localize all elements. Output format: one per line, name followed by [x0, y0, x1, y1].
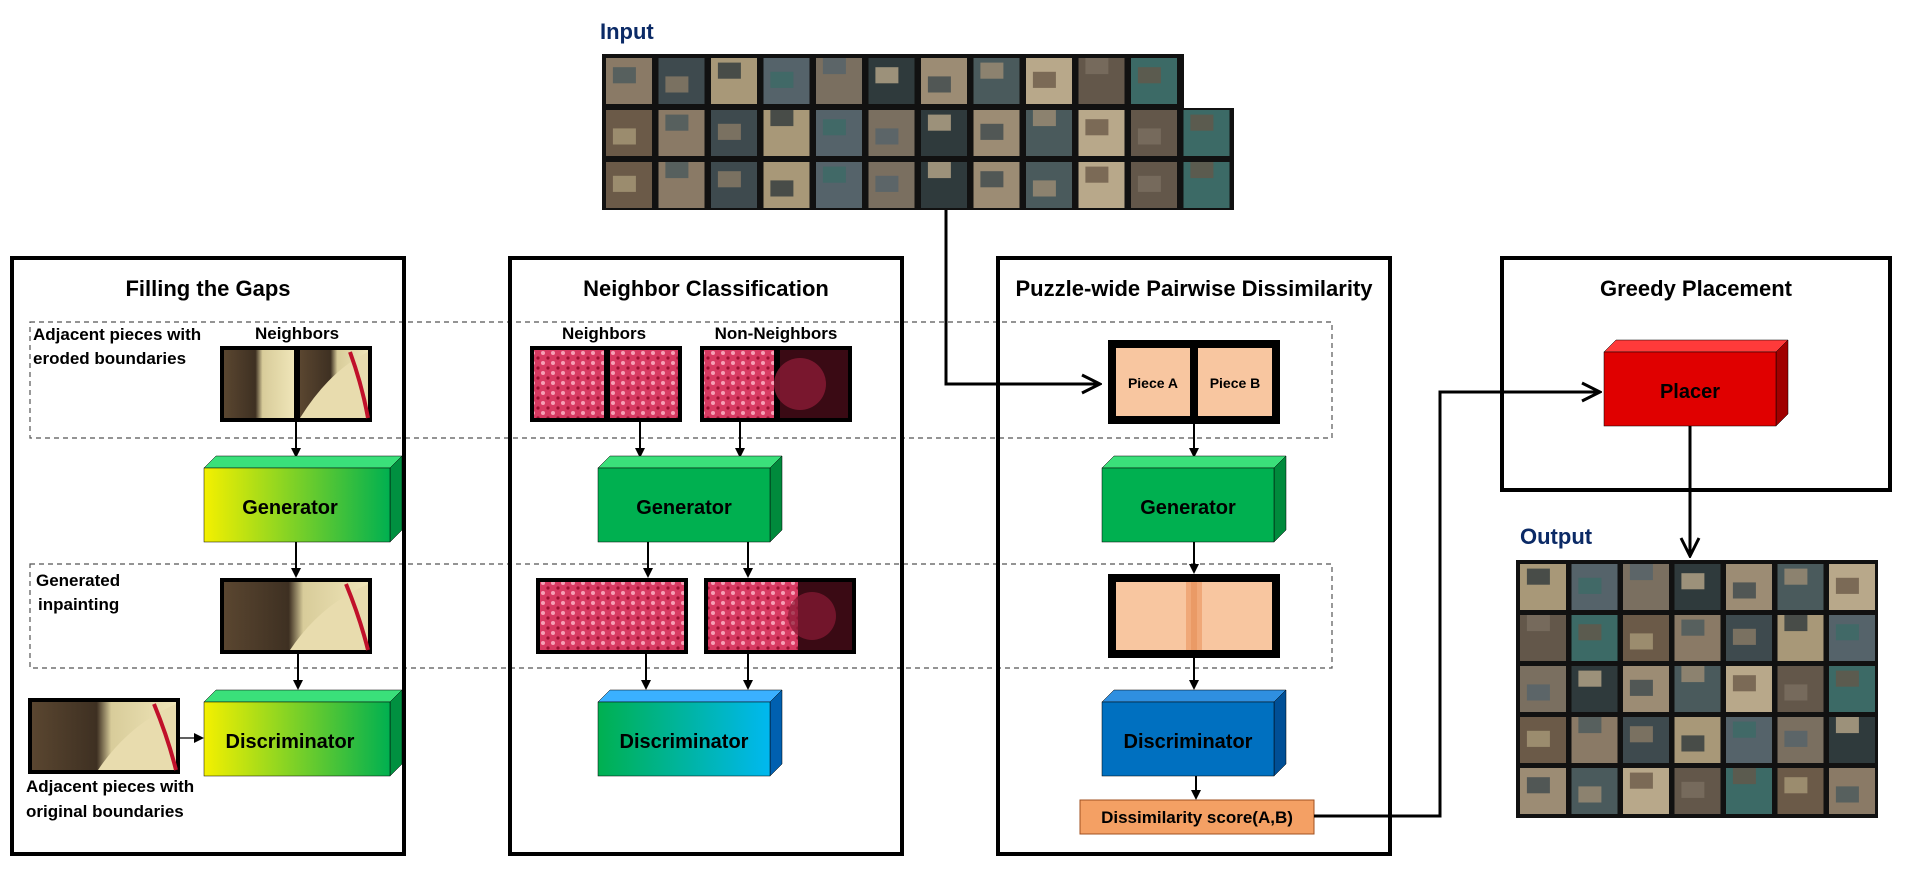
panel-title: Neighbor Classification — [583, 276, 829, 301]
generated-non-neighbors-image — [704, 578, 856, 654]
input-puzzle-pieces — [602, 54, 1234, 210]
piece-pair: Piece A Piece B — [1108, 340, 1280, 424]
panel-title: Puzzle-wide Pairwise Dissimilarity — [1015, 276, 1373, 301]
input-to-piece-arrow — [944, 210, 1100, 384]
generated-label-line1: Generated — [36, 571, 120, 590]
dashed-band-middle — [29, 563, 1333, 669]
panel-title: Greedy Placement — [1600, 276, 1793, 301]
neighbors-label: Neighbors — [562, 324, 646, 343]
eroded-label-line2: eroded boundaries — [33, 349, 186, 368]
discriminator-label: Discriminator — [620, 731, 749, 753]
piece-a-label: Piece A — [1128, 375, 1178, 391]
generated-neighbors-image — [536, 578, 688, 654]
panel-filling-gaps: Filling the Gaps Adjacent pieces with er… — [10, 256, 406, 856]
score-label: Dissimilarity score(A,B) — [1101, 808, 1293, 827]
discriminator-label: Discriminator — [1124, 731, 1253, 753]
generator-block: Generator — [1101, 455, 1287, 543]
eroded-label-line1: Adjacent pieces with — [33, 325, 201, 344]
panel-pairwise-dissimilarity: Puzzle-wide Pairwise Dissimilarity Piece… — [996, 256, 1392, 856]
score-to-placer-arrow — [1314, 392, 1600, 818]
generator-label: Generator — [1140, 497, 1236, 519]
generator-block: Generator — [203, 455, 403, 543]
eroded-pieces-image — [220, 346, 372, 422]
non-neighbors-image — [700, 346, 852, 422]
discriminator-block: Discriminator — [597, 689, 783, 777]
discriminator-block: Discriminator — [1101, 689, 1287, 777]
generator-label: Generator — [242, 497, 338, 519]
original-label-line2: original boundaries — [26, 802, 184, 821]
dissimilarity-score-box: Dissimilarity score(A,B) — [1079, 799, 1315, 835]
generator-label: Generator — [636, 497, 732, 519]
placer-block: Placer — [1603, 339, 1789, 427]
non-neighbors-label: Non-Neighbors — [715, 324, 838, 343]
dashed-band-top — [29, 321, 1333, 439]
panel-greedy-placement: Greedy Placement Placer — [1500, 256, 1892, 492]
neighbors-image — [530, 346, 682, 422]
generated-label-line2: inpainting — [38, 595, 119, 614]
output-puzzle-image — [1516, 560, 1878, 818]
piece-b-label: Piece B — [1210, 375, 1261, 391]
input-label: Input — [600, 19, 654, 44]
placer-label: Placer — [1660, 381, 1720, 403]
output-label: Output — [1520, 524, 1593, 549]
panel-neighbor-classification: Neighbor Classification Neighbors Non-Ne… — [508, 256, 904, 856]
panel-title: Filling the Gaps — [125, 276, 290, 301]
generated-inpainting-image — [220, 578, 372, 654]
original-label-line1: Adjacent pieces with — [26, 777, 194, 796]
discriminator-block: Discriminator — [203, 689, 403, 777]
generator-block: Generator — [597, 455, 783, 543]
inpainted-pair — [1108, 574, 1280, 658]
original-pieces-image — [28, 698, 180, 774]
neighbors-label: Neighbors — [255, 324, 339, 343]
discriminator-label: Discriminator — [226, 731, 355, 753]
